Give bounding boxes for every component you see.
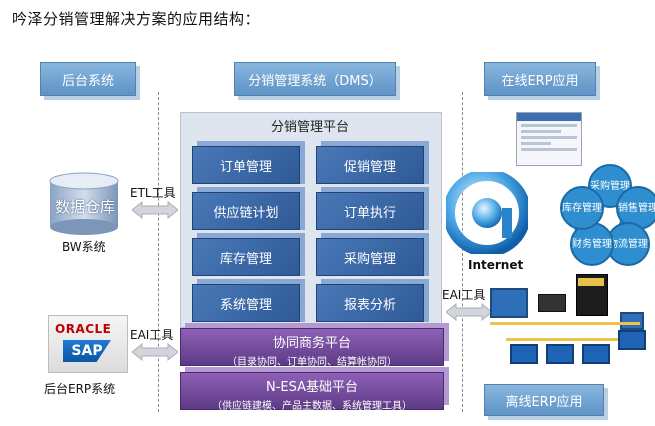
eai-tool-label-right: EAI工具: [442, 288, 486, 302]
page-title: 吟泽分销管理解决方案的应用结构：: [12, 10, 261, 28]
module-supply-chain-planning: 供应链计划: [192, 192, 300, 230]
pc-icon: [510, 344, 538, 364]
network-bus: [490, 322, 640, 325]
data-warehouse-icon: [49, 172, 119, 235]
server-panel-icon: [578, 278, 604, 286]
collab-commerce-platform: 协同商务平台 （目录协同、订单协同、结算帐协同）: [180, 328, 444, 368]
header-online-erp: 在线ERP应用: [484, 62, 596, 96]
warehouse-label: 数据仓库: [54, 198, 115, 216]
oracle-sap-logo: ORACLE SAP: [48, 315, 128, 373]
module-order-execution: 订单执行: [316, 192, 424, 230]
module-promotion-management: 促销管理: [316, 146, 424, 184]
module-system-management: 系统管理: [192, 284, 300, 322]
module-order-management: 订单管理: [192, 146, 300, 184]
oracle-logo-text: ORACLE: [55, 322, 112, 336]
collab-subtitle: （目录协同、订单协同、结算帐协同）: [227, 357, 397, 368]
collab-title: 协同商务平台: [272, 336, 351, 351]
router-icon: [538, 294, 566, 312]
sap-logo: SAP: [63, 340, 111, 362]
pc-icon: [582, 344, 610, 364]
platform-title: 分销管理平台: [270, 120, 349, 135]
double-arrow-icon: [446, 302, 492, 322]
nesa-subtitle: （供应链建模、产品主数据、系统管理工具）: [212, 401, 412, 412]
pc-icon: [620, 312, 644, 330]
etl-tool-label: ETL工具: [130, 186, 176, 200]
module-inventory-management: 库存管理: [192, 238, 300, 276]
pc-icon: [546, 344, 574, 364]
pc-icon: [618, 330, 646, 350]
right-separator: [462, 92, 463, 412]
module-report-analysis: 报表分析: [316, 284, 424, 322]
network-bus: [506, 338, 626, 341]
eai-tool-label-left: EAI工具: [130, 328, 174, 342]
bw-system-label: BW系统: [62, 240, 106, 254]
module-purchase-management: 采购管理: [316, 238, 424, 276]
nesa-title: N-ESA基础平台: [265, 380, 359, 395]
nesa-base-platform: N-ESA基础平台 （供应链建模、产品主数据、系统管理工具）: [180, 372, 444, 412]
internet-at-icon: [446, 172, 528, 254]
backend-erp-label: 后台ERP系统: [44, 382, 116, 396]
header-dms: 分销管理系统（DMS）: [234, 62, 396, 96]
internet-label: Internet: [468, 258, 524, 272]
web-page-thumbnail: [516, 112, 582, 166]
double-arrow-icon: [132, 200, 178, 220]
circle-inventory: 库存管理: [560, 186, 604, 230]
monitor-icon: [490, 288, 528, 318]
double-arrow-icon: [132, 342, 178, 362]
header-offline-erp: 离线ERP应用: [484, 384, 604, 416]
left-separator: [158, 92, 159, 412]
header-backend: 后台系统: [40, 62, 136, 96]
